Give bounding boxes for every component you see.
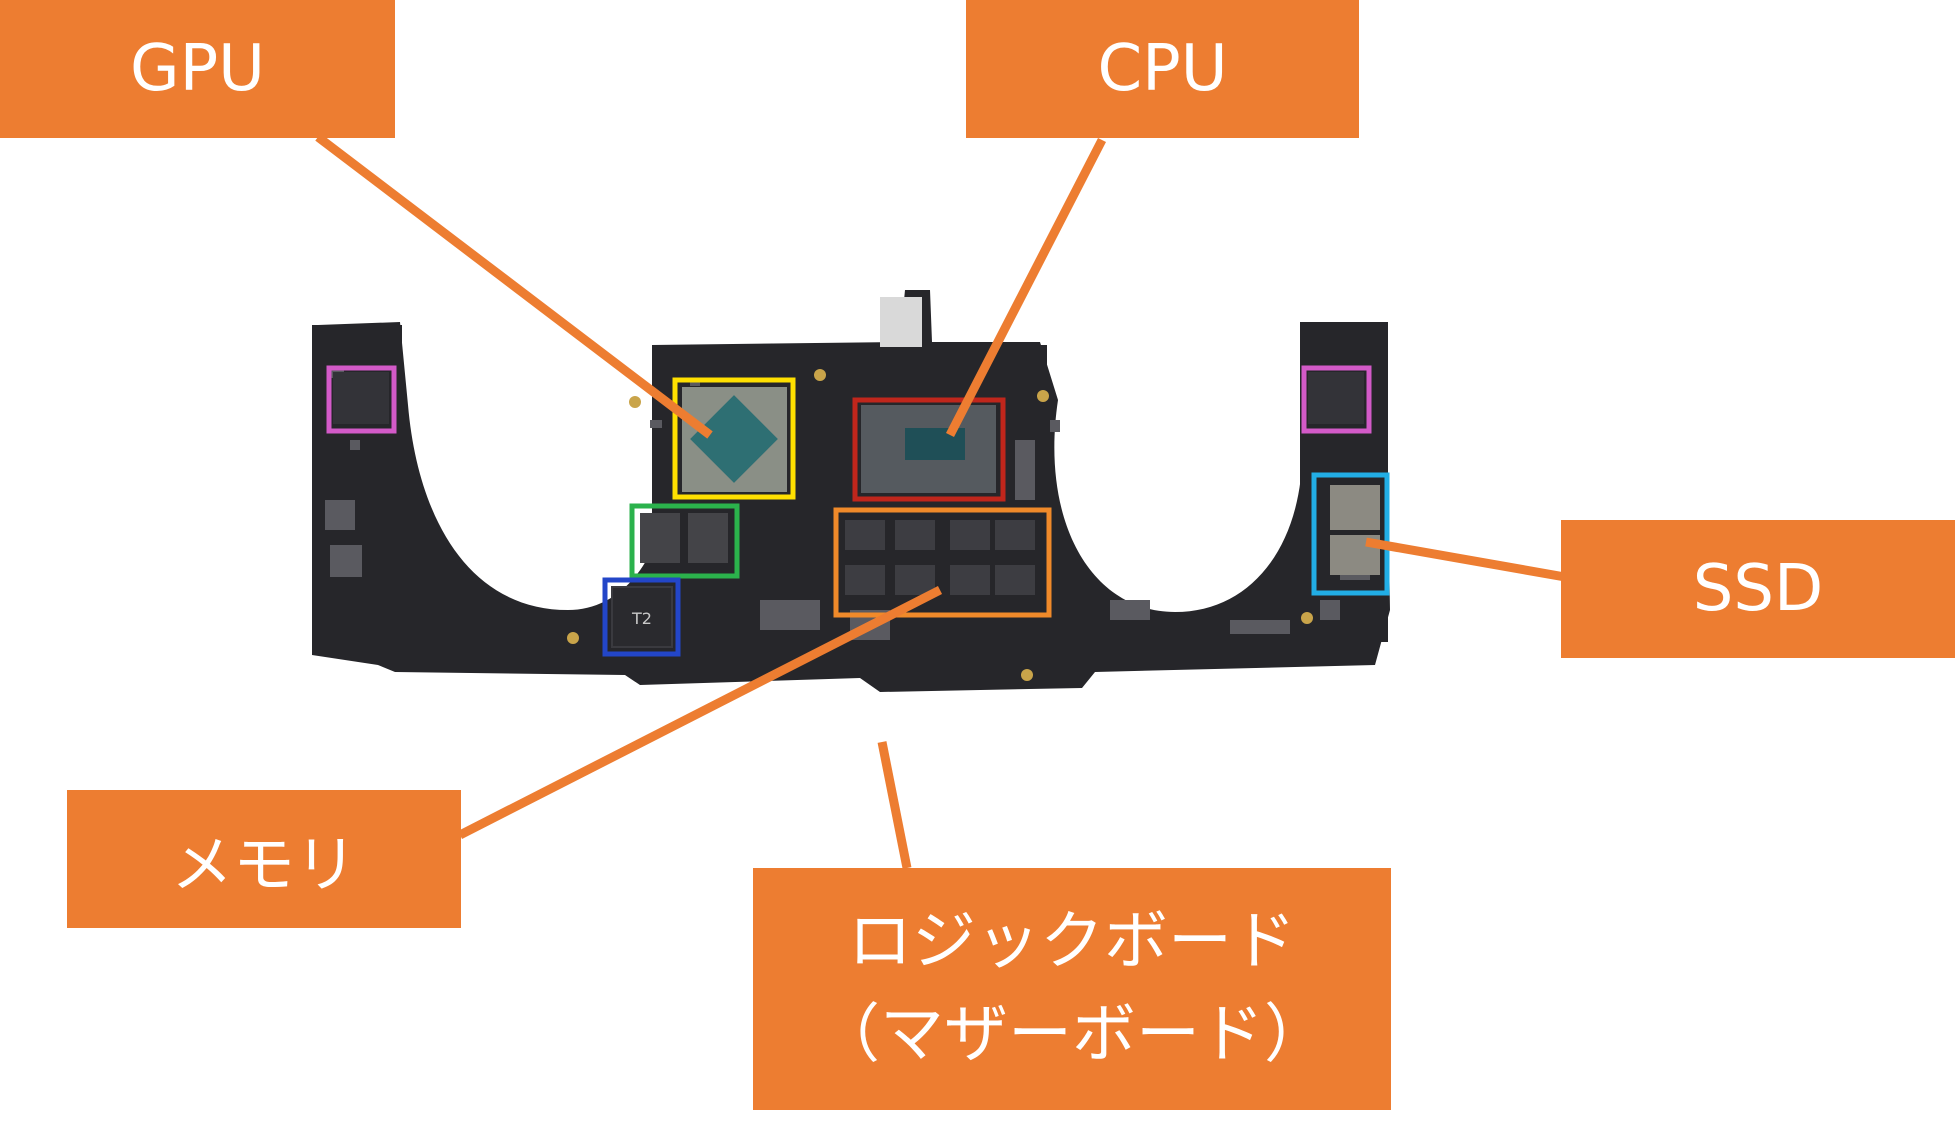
- ssd-chip-1: [1330, 485, 1380, 530]
- top-connector: [880, 297, 922, 347]
- ssd-label-text: SSD: [1692, 552, 1824, 626]
- memory-leader-line: [457, 585, 943, 840]
- side-chip-right-highlight-box: [1301, 365, 1372, 434]
- t2-chip-mark: T2: [631, 609, 652, 628]
- logic-board-label: ロジックボード （マザーボード）: [753, 868, 1391, 1110]
- gpu-leader-line: [315, 133, 713, 439]
- ssd-highlight-box: [1311, 472, 1390, 596]
- gpu-label-text: GPU: [129, 32, 266, 106]
- gpu-die: [690, 395, 778, 483]
- gpu-memory-highlight-box: [629, 503, 740, 579]
- memory-highlight-box: [833, 507, 1052, 618]
- cpu-highlight-box: [852, 397, 1006, 502]
- memory-label: メモリ: [67, 790, 461, 928]
- cpu-label-text: CPU: [1097, 32, 1228, 106]
- cpu-label: CPU: [966, 0, 1359, 138]
- logic-board-leader-line: [877, 741, 912, 869]
- gpu-label: GPU: [0, 0, 395, 138]
- logic-board-label-line1: ロジックボード: [848, 905, 1296, 980]
- gpu-highlight-box: [672, 377, 796, 500]
- logic-board-label-line2: （マザーボード）: [816, 998, 1328, 1072]
- side-chip-left-highlight-box: [326, 365, 397, 434]
- t2-highlight-box: [602, 577, 681, 657]
- ssd-leader-line: [1365, 537, 1566, 582]
- cpu-leader-line: [945, 137, 1107, 438]
- t2-chip: [611, 586, 673, 648]
- ssd-label: SSD: [1561, 520, 1955, 658]
- memory-label-text: メモリ: [170, 828, 357, 901]
